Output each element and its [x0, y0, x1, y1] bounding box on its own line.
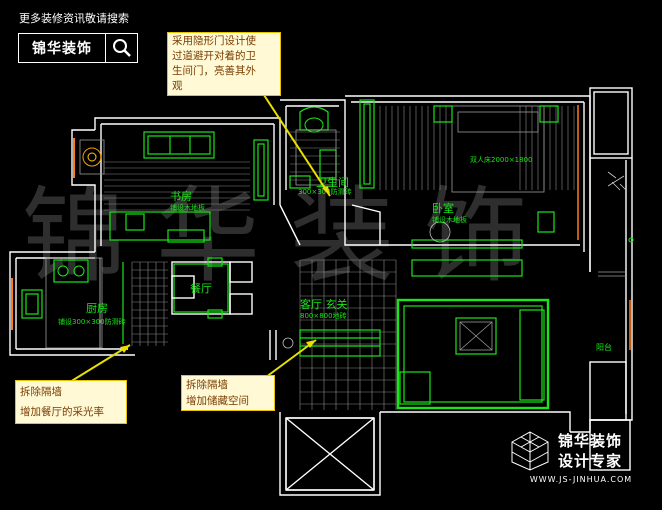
- footer-brand-line1: 锦华装饰: [558, 432, 623, 450]
- room-kitchen: 厨房: [86, 302, 108, 315]
- floor-hatching: [104, 106, 575, 410]
- kitchen-fixtures: [21, 257, 124, 349]
- callout-kitchen-wall: 拆除隔墙 增加餐厅的采光率: [15, 380, 127, 424]
- bed-label: 双人床2000×1800: [470, 155, 533, 164]
- magnifier-icon[interactable]: [106, 34, 137, 62]
- bedroom-furniture: [359, 99, 634, 249]
- brand-search-box[interactable]: 锦华装饰: [18, 33, 138, 63]
- study-furniture: [79, 131, 269, 243]
- room-bedroom: 卧室: [432, 201, 454, 215]
- callout-storage-wall: 拆除隔墙 增加储藏空间: [181, 375, 275, 411]
- bathroom-fixtures: [289, 106, 337, 189]
- floor-note-bedroom: 铺设木地板: [432, 215, 467, 224]
- room-living: 客厅 玄关: [300, 297, 348, 311]
- dining-table: [171, 257, 253, 319]
- isometric-cube-logo-icon: [511, 431, 549, 471]
- plant-icon: [607, 171, 627, 191]
- floor-note-bathroom: 300×300防滑砖: [298, 187, 352, 196]
- outer-walls: [9, 87, 633, 496]
- footer-brand-line2: 设计专家: [558, 452, 623, 470]
- room-study: 书房: [170, 190, 192, 203]
- room-dining: 餐厅: [190, 281, 212, 295]
- footer-brand: 锦华装饰 设计专家 WWW.JS-JINHUA.COM: [508, 428, 654, 488]
- brand-name: 锦华装饰: [19, 34, 106, 62]
- floor-note-kitchen: 铺设300×300防滑砖: [58, 317, 126, 326]
- callout-invisible-door: 采用隐形门设计使 过道避开对着的卫 生间门，亮善其外 观: [167, 32, 281, 96]
- living-furniture: [282, 259, 550, 410]
- watermark: 锦华装饰: [22, 175, 558, 297]
- footer-url[interactable]: WWW.JS-JINHUA.COM: [529, 475, 633, 484]
- room-balcony: 阳台: [596, 342, 612, 352]
- floor-note-living: 800×800地砖: [300, 311, 347, 320]
- callout-arrows: [69, 91, 331, 383]
- search-hint-text: 更多装修资讯敬请搜索: [19, 12, 129, 25]
- floor-note-study: 铺设木地板: [170, 203, 205, 212]
- windows: [11, 105, 631, 350]
